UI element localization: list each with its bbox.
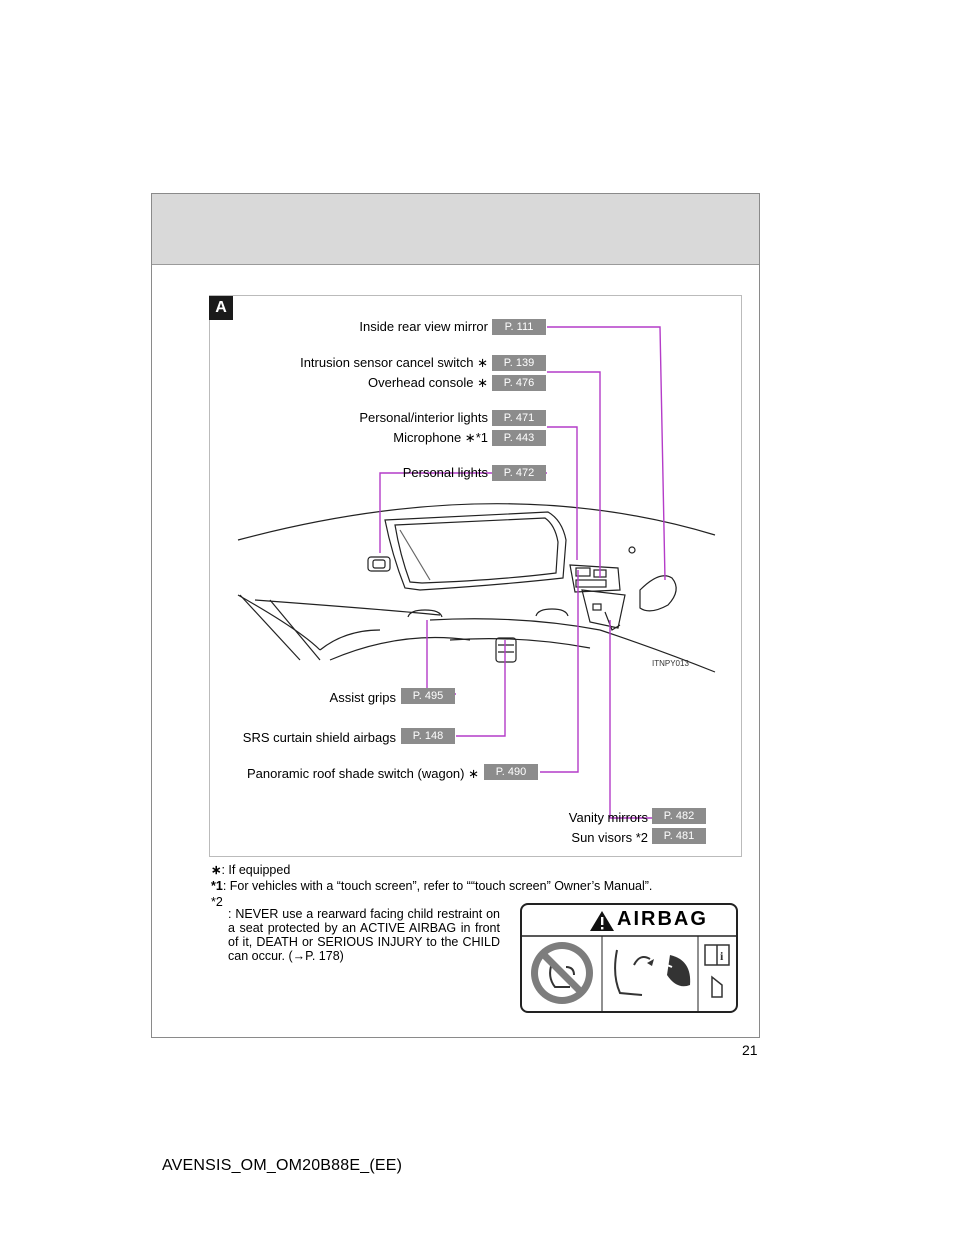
- frame-header-band: [152, 194, 759, 265]
- footnote-text: : For vehicles with a “touch screen”, re…: [222, 879, 653, 893]
- page-ref-assist-grips[interactable]: P. 495: [401, 688, 455, 704]
- page-ref-srs-curtain-shield-airbags[interactable]: P. 148: [401, 728, 455, 744]
- footnote-symbol: *1: [211, 879, 223, 893]
- page-ref-sun-visors[interactable]: P. 481: [652, 828, 706, 844]
- callout-label-intrusion-sensor-cancel-switch: Intrusion sensor cancel switch ∗: [300, 355, 488, 370]
- footnote-if-equipped: ∗: If equipped: [211, 863, 290, 878]
- airbag-label-title: AIRBAG: [617, 908, 708, 930]
- svg-text:i: i: [720, 949, 724, 963]
- page-ref-microphone[interactable]: P. 443: [492, 430, 546, 446]
- callout-label-personal-interior-lights: Personal/interior lights: [359, 410, 488, 425]
- footnote-text: : If equipped: [221, 863, 291, 877]
- callout-label-srs-curtain-shield-airbags: SRS curtain shield airbags: [242, 730, 396, 745]
- callout-label-vanity-mirrors: Vanity mirrors: [568, 810, 648, 825]
- callout-label-panoramic-roof-shade-switch: Panoramic roof shade switch (wagon) ∗: [247, 766, 479, 781]
- footnote-2-text: : NEVER use a rearward facing child rest…: [228, 907, 500, 963]
- diagram-box: [209, 295, 742, 857]
- callout-label-overhead-console: Overhead console ∗: [367, 375, 488, 390]
- airbag-label-graphics: i: [522, 911, 736, 1011]
- callout-label-assist-grips: Assist grips: [329, 690, 396, 705]
- footnote-1: *1: For vehicles with a “touch screen”, …: [211, 879, 652, 894]
- page-ref-vanity-mirrors[interactable]: P. 482: [652, 808, 706, 824]
- page-frame: [151, 193, 760, 1038]
- section-badge: A: [209, 296, 233, 320]
- footnote-2-symbol: *2: [211, 895, 223, 909]
- page-ref-intrusion-sensor-cancel-switch[interactable]: P. 139: [492, 355, 546, 371]
- page-ref-inside-rear-view-mirror[interactable]: P. 111: [492, 319, 546, 335]
- page-ref-personal-lights[interactable]: P. 472: [492, 465, 546, 481]
- footnote-symbol: ∗: [211, 863, 222, 877]
- page-ref-personal-interior-lights[interactable]: P. 471: [492, 410, 546, 426]
- illustration-ref-id: ITNPY013: [652, 659, 689, 668]
- callout-label-inside-rear-view-mirror: Inside rear view mirror: [359, 319, 488, 334]
- callout-label-sun-visors: Sun visors *2: [571, 830, 648, 845]
- callout-label-personal-lights: Personal lights: [402, 465, 488, 480]
- page-ref-panoramic-roof-shade-switch[interactable]: P. 490: [484, 764, 538, 780]
- page-number: 21: [742, 1042, 758, 1058]
- callout-label-microphone: Microphone ∗*1: [393, 430, 488, 445]
- airbag-warning-label: i AIRBAG: [520, 903, 738, 1013]
- page-ref-overhead-console[interactable]: P. 476: [492, 375, 546, 391]
- document-code: AVENSIS_OM_OM20B88E_(EE): [162, 1157, 403, 1174]
